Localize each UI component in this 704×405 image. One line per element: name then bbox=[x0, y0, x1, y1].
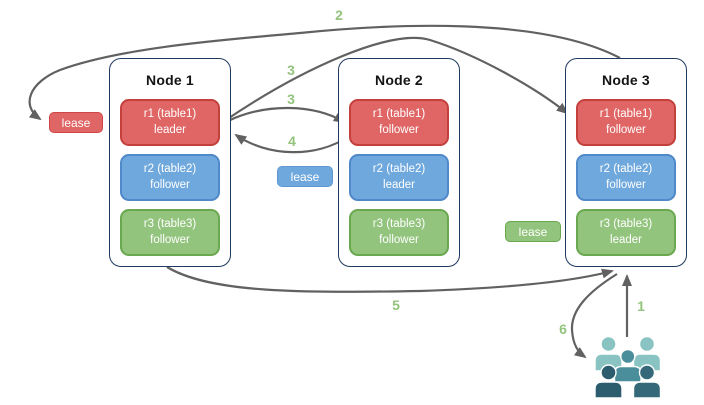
replica-name: r2 (table2) bbox=[143, 163, 197, 176]
node-2-replica-r1: r1 (table1) follower bbox=[349, 99, 449, 146]
step-label-1: 1 bbox=[637, 298, 645, 314]
replica-name: r1 (table1) bbox=[599, 108, 653, 121]
node-3: Node 3 r1 (table1) follower r2 (table2) … bbox=[565, 58, 687, 267]
replica-role: follower bbox=[379, 233, 419, 246]
replica-role: leader bbox=[383, 178, 415, 191]
node-3-replica-r1: r1 (table1) follower bbox=[576, 99, 676, 146]
node-1-replica-r1: r1 (table1) leader bbox=[120, 99, 220, 146]
replica-name: r2 (table2) bbox=[599, 163, 653, 176]
replica-role: follower bbox=[606, 178, 646, 191]
replica-role: follower bbox=[606, 123, 646, 136]
users-crowd-icon bbox=[594, 335, 662, 399]
replica-name: r1 (table1) bbox=[372, 108, 426, 121]
step-label-5: 5 bbox=[392, 297, 400, 313]
node-1-replica-r2: r2 (table2) follower bbox=[120, 154, 220, 201]
replica-name: r2 (table2) bbox=[372, 163, 426, 176]
step-label-4: 4 bbox=[288, 133, 296, 149]
node-2: Node 2 r1 (table1) follower r2 (table2) … bbox=[338, 58, 460, 267]
node-3-title: Node 3 bbox=[602, 72, 650, 88]
node-1-replica-r3: r3 (table3) follower bbox=[120, 209, 220, 256]
lease-badge-blue: lease bbox=[277, 166, 333, 187]
replica-name: r3 (table3) bbox=[372, 218, 426, 231]
node-1: Node 1 r1 (table1) leader r2 (table2) fo… bbox=[109, 58, 231, 267]
replica-role: leader bbox=[154, 123, 186, 136]
arrow-step-3-to-node2 bbox=[227, 106, 346, 124]
node-2-title: Node 2 bbox=[375, 72, 423, 88]
replica-role: follower bbox=[379, 123, 419, 136]
replica-role: follower bbox=[150, 178, 190, 191]
lease-badge-green: lease bbox=[505, 221, 561, 242]
lease-badge-red: lease bbox=[49, 112, 103, 133]
node-1-title: Node 1 bbox=[146, 72, 194, 88]
step-label-3a: 3 bbox=[287, 62, 295, 78]
arrow-step-5 bbox=[166, 266, 614, 293]
step-label-3b: 3 bbox=[287, 91, 295, 107]
replica-name: r3 (table3) bbox=[143, 218, 197, 231]
node-2-replica-r3: r3 (table3) follower bbox=[349, 209, 449, 256]
node-3-replica-r3: r3 (table3) leader bbox=[576, 209, 676, 256]
node-2-replica-r2: r2 (table2) leader bbox=[349, 154, 449, 201]
step-label-2: 2 bbox=[335, 7, 343, 23]
replica-role: follower bbox=[150, 233, 190, 246]
step-label-6: 6 bbox=[559, 321, 567, 337]
replica-name: r3 (table3) bbox=[599, 218, 653, 231]
user-front-right-icon bbox=[632, 364, 662, 399]
replica-role: leader bbox=[610, 233, 642, 246]
replica-name: r1 (table1) bbox=[143, 108, 197, 121]
node-3-replica-r2: r2 (table2) follower bbox=[576, 154, 676, 201]
user-front-left-icon bbox=[594, 364, 623, 399]
